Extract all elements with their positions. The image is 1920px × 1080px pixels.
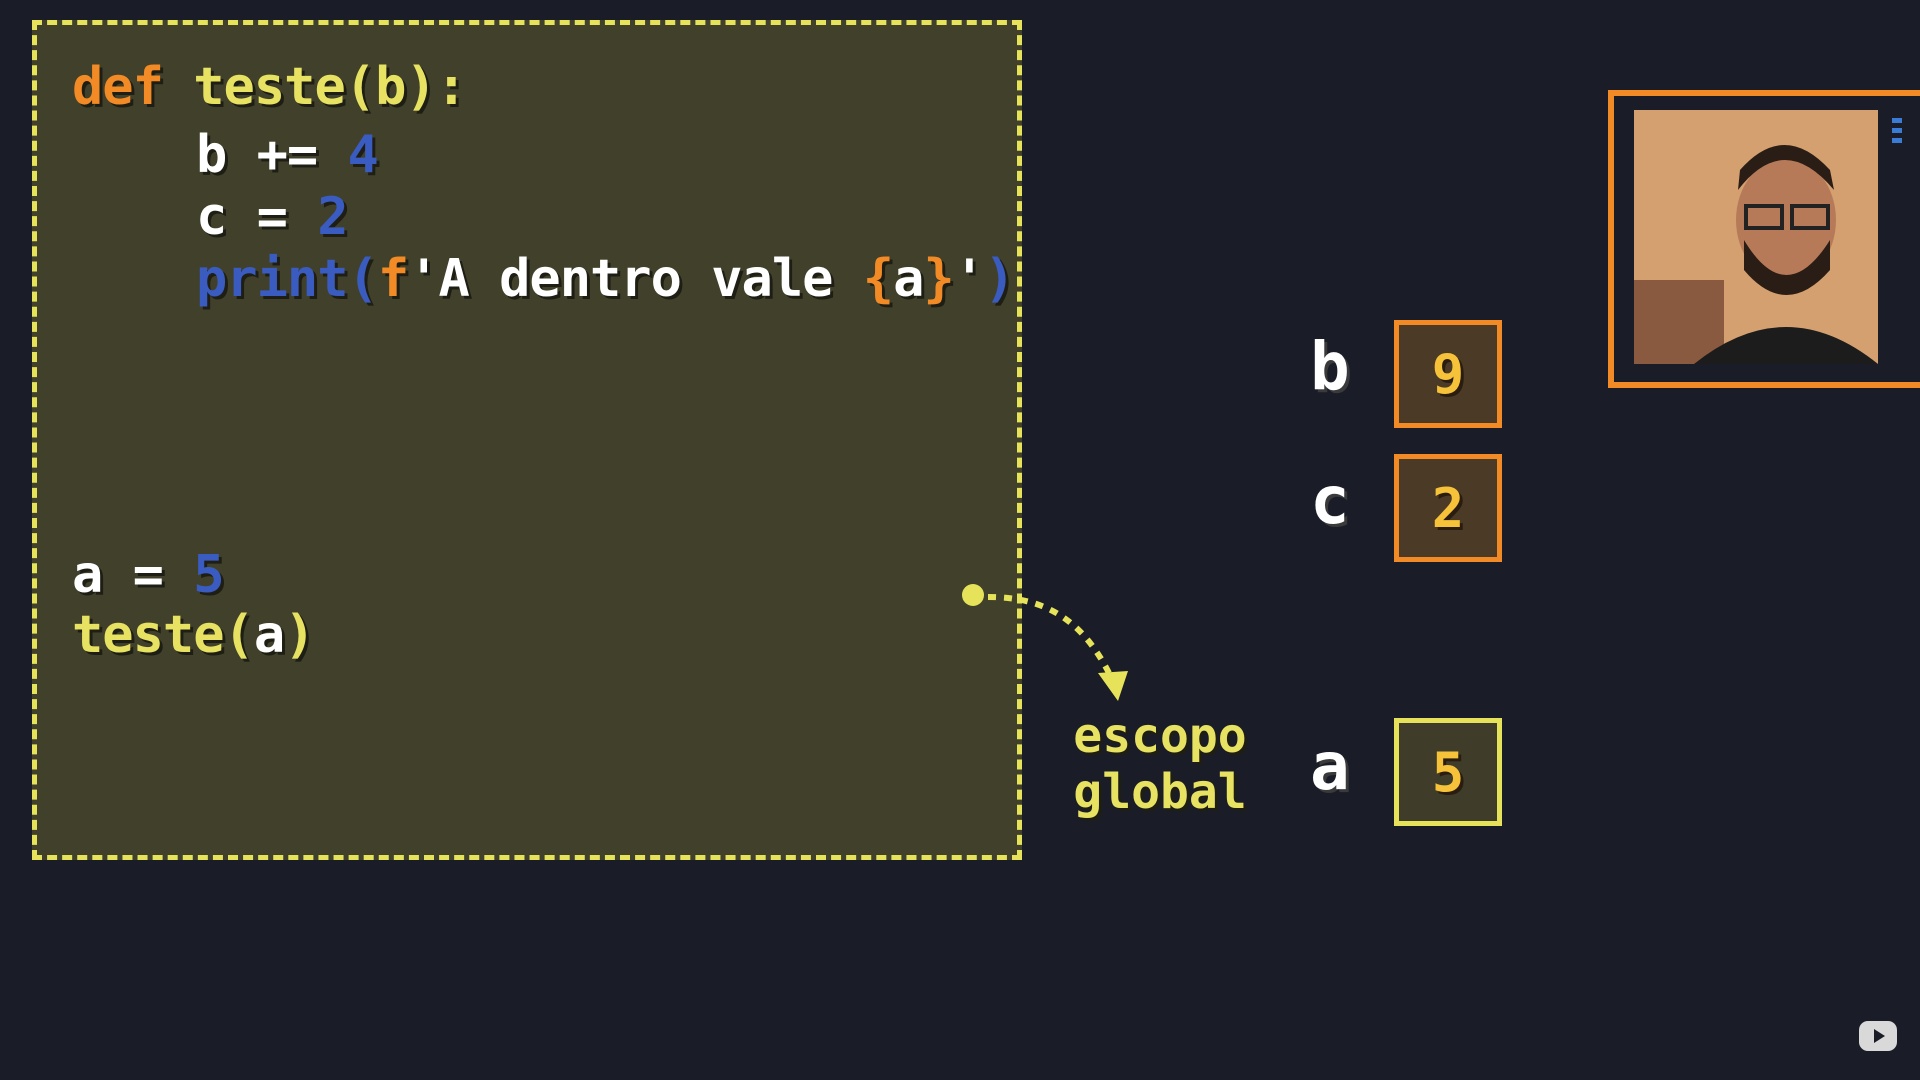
variable-value-a: 5 bbox=[1431, 740, 1465, 804]
call-name: teste( bbox=[72, 605, 255, 665]
code-line-a-assign: a = 5 bbox=[72, 544, 225, 606]
b-increment-lhs: b += bbox=[196, 125, 348, 185]
b-increment-number: 4 bbox=[347, 125, 379, 185]
code-line-def: def teste(b): bbox=[72, 56, 467, 118]
code-line-call: teste(a) bbox=[72, 604, 315, 666]
variable-name-c: c bbox=[1310, 462, 1350, 539]
brace-open: { bbox=[862, 249, 894, 309]
brace-close: } bbox=[923, 249, 954, 309]
a-assign-lhs: a = bbox=[72, 545, 194, 605]
def-keyword: def bbox=[72, 57, 164, 117]
call-close: ) bbox=[284, 605, 315, 665]
variable-box-c: 2 bbox=[1394, 454, 1502, 562]
a-assign-number: 5 bbox=[193, 545, 224, 605]
c-assign-lhs: c = bbox=[196, 187, 318, 247]
scope-arrow-icon bbox=[962, 584, 1128, 701]
fstring-var: a bbox=[893, 249, 924, 309]
code-line-b-increment: b += 4 bbox=[196, 124, 379, 186]
code-line-print: print(f'A dentro vale {a}') bbox=[196, 248, 1015, 310]
global-scope-label: escopo global bbox=[1040, 708, 1280, 820]
presenter-icon bbox=[1634, 110, 1878, 364]
youtube-play-icon[interactable] bbox=[1858, 1020, 1898, 1052]
fstring-prefix: f bbox=[377, 249, 409, 309]
code-line-c-assign: c = 2 bbox=[196, 186, 349, 248]
variable-value-c: 2 bbox=[1431, 476, 1465, 540]
variable-name-b: b bbox=[1310, 328, 1350, 405]
webcam-video bbox=[1634, 110, 1878, 364]
fstring-text: 'A dentro vale bbox=[408, 249, 863, 309]
global-scope-box bbox=[32, 20, 1022, 860]
fstring-quote: ' bbox=[953, 249, 985, 309]
variable-name-a: a bbox=[1310, 728, 1350, 805]
call-arg: a bbox=[253, 605, 285, 665]
function-signature: teste(b): bbox=[193, 57, 467, 117]
handle-dots-icon bbox=[1892, 118, 1902, 143]
scope-label-line2: global bbox=[1073, 764, 1247, 820]
variable-box-b: 9 bbox=[1394, 320, 1502, 428]
scope-label-line1: escopo bbox=[1073, 708, 1247, 764]
print-builtin: print( bbox=[196, 249, 379, 309]
variable-value-b: 9 bbox=[1431, 342, 1465, 406]
c-assign-number: 2 bbox=[317, 187, 348, 247]
print-close: ) bbox=[984, 249, 1015, 309]
variable-box-a: 5 bbox=[1394, 718, 1502, 826]
